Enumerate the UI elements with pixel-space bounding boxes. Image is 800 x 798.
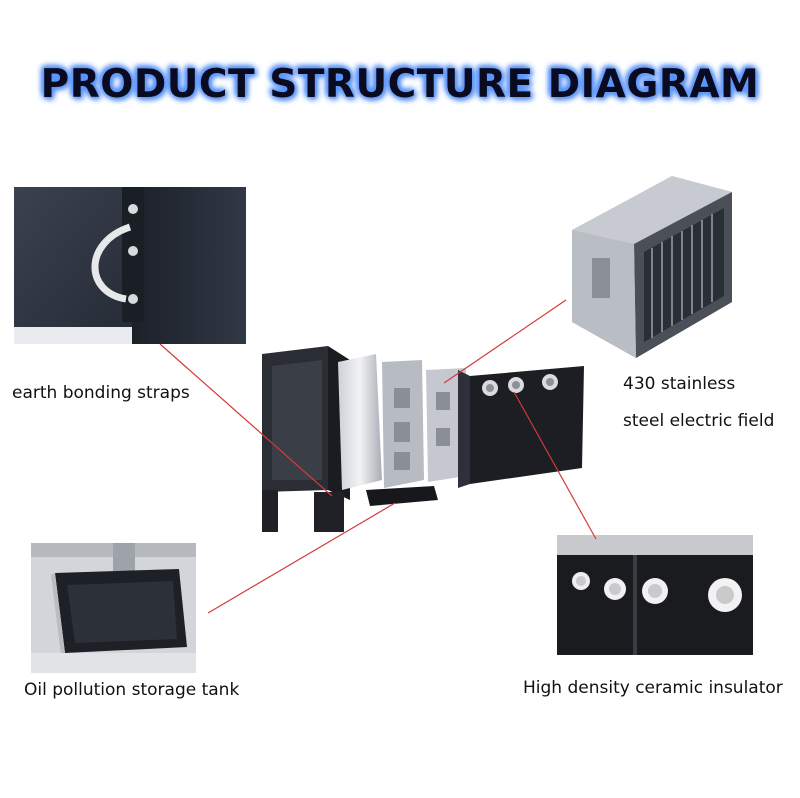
diagram-title: PRODUCT STRUCTURE DIAGRAM	[40, 62, 760, 107]
electric-field-label-line2: steel electric field	[623, 411, 775, 431]
storage-tank-photo	[31, 543, 196, 673]
earth-straps-photo	[14, 187, 246, 344]
product-main-photo	[258, 340, 590, 536]
electric-field-label-line1: 430 stainless	[623, 374, 736, 394]
insulator-label: High density ceramic insulator	[523, 678, 783, 698]
electric-field-photo	[566, 172, 738, 362]
earth-straps-label: earth bonding straps	[12, 383, 190, 403]
storage-tank-label: Oil pollution storage tank	[24, 680, 240, 700]
insulator-photo	[557, 535, 753, 655]
